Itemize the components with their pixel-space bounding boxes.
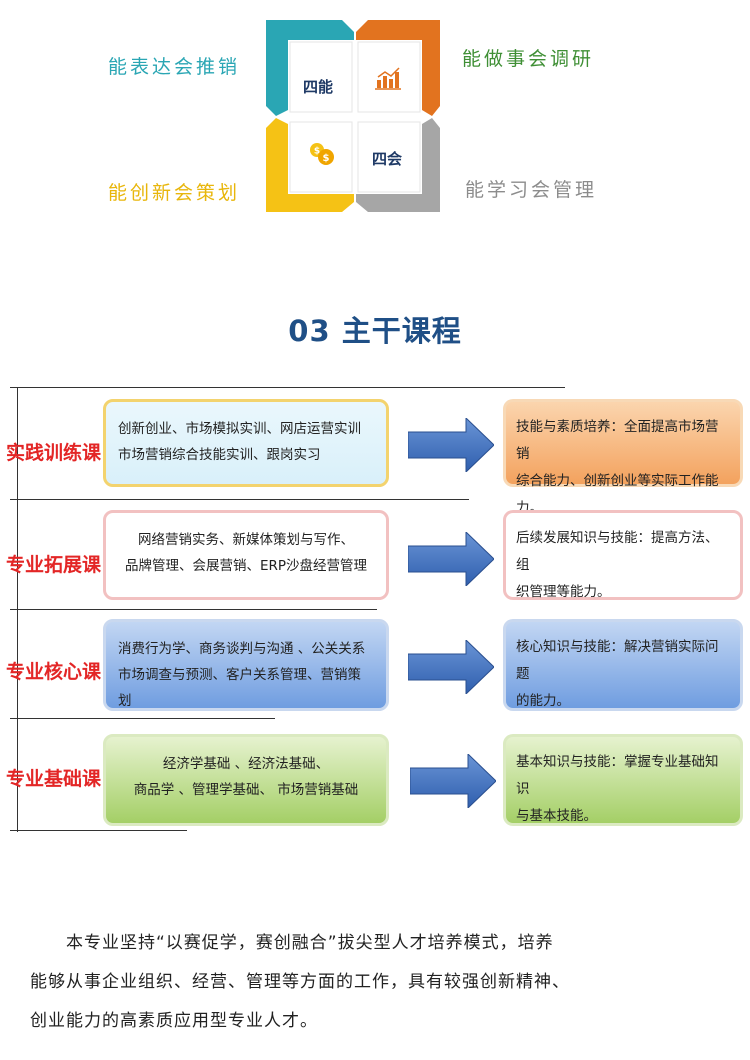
- course-outcome-line: 织管理等能力。: [516, 584, 611, 600]
- ability-top-right: 能做事会调研: [462, 48, 595, 70]
- course-outcome-box: 后续发展知识与技能：提高方法、组 织管理等能力。: [503, 510, 743, 600]
- course-outcome-box: 基本知识与技能：掌握专业基础知识 与基本技能。: [503, 734, 743, 826]
- orange-frame: [356, 20, 440, 116]
- divider-line: [17, 387, 565, 388]
- course-outcome-line: 技能与素质培养：全面提高市场营销: [516, 419, 719, 462]
- course-outcome-box: 技能与素质培养：全面提高市场营销 综合能力、创新创业等实际工作能力。: [503, 399, 743, 516]
- svg-text:$: $: [323, 153, 330, 164]
- course-content-line: 网络营销实务、新媒体策划与写作、: [138, 532, 354, 548]
- paragraph-line: 本专业坚持“以赛促学，赛创融合”拔尖型人才培养模式，培养: [66, 933, 554, 953]
- arrow-right-icon: [408, 640, 494, 694]
- course-outcome-line: 后续发展知识与技能：提高方法、组: [516, 530, 719, 573]
- arrow-right-icon: [410, 754, 496, 808]
- course-content-line: 商品学 、管理学基础、 市场营销基础: [133, 782, 359, 798]
- course-content-box: 经济学基础 、经济法基础、 商品学 、管理学基础、 市场营销基础: [103, 734, 389, 826]
- course-content-line: 创新创业、市场模拟实训、网店运营实训: [118, 421, 361, 437]
- arrow-right-icon: [408, 418, 494, 472]
- category-label: 专业拓展课: [6, 554, 102, 576]
- paragraph-line: 创业能力的高素质应用型专业人才。: [30, 1011, 318, 1031]
- course-content-line: 经济学基础 、经济法基础、: [162, 756, 330, 772]
- bar-chart-icon: [375, 67, 401, 90]
- course-content-line: 市场调查与预测、客户关系管理、营销策划: [118, 667, 361, 709]
- course-content-line: 品牌管理、会展营销、ERP沙盘经营管理: [124, 558, 368, 574]
- description-paragraph: 本专业坚持“以赛促学，赛创融合”拔尖型人才培养模式，培养 能够从事企业组织、经营…: [30, 924, 720, 1041]
- divider-line: [17, 718, 275, 719]
- course-outcome-line: 核心知识与技能：解决营销实际问题: [516, 639, 719, 682]
- divider-line: [17, 830, 187, 831]
- course-content-line: 消费行为学、商务谈判与沟通 、公关关系: [118, 641, 366, 657]
- ability-bottom-left: 能创新会策划: [108, 182, 241, 204]
- divider-line: [17, 609, 377, 610]
- section-title: 03 主干课程: [288, 314, 462, 348]
- course-content-box: 网络营销实务、新媒体策划与写作、 品牌管理、会展营销、ERP沙盘经营管理: [103, 510, 389, 600]
- coins-icon: $ $: [310, 143, 334, 165]
- course-outcome-line: 基本知识与技能：掌握专业基础知识: [516, 754, 719, 797]
- center-label-four-abilities: 四能: [303, 78, 334, 96]
- divider-line: [17, 499, 469, 500]
- course-outcome-box: 核心知识与技能：解决营销实际问题 的能力。: [503, 619, 743, 711]
- category-label: 实践训练课: [6, 442, 102, 464]
- course-content-box: 创新创业、市场模拟实训、网店运营实训 市场营销综合技能实训、跟岗实习: [103, 399, 389, 487]
- four-abilities-graphic: $ $: [266, 20, 440, 212]
- course-outcome-line: 与基本技能。: [516, 808, 597, 824]
- ability-bottom-right: 能学习会管理: [465, 179, 598, 201]
- paragraph-line: 能够从事企业组织、经营、管理等方面的工作，具有较强创新精神、: [30, 972, 570, 992]
- course-content-box: 消费行为学、商务谈判与沟通 、公关关系 市场调查与预测、客户关系管理、营销策划: [103, 619, 389, 711]
- course-outcome-line: 的能力。: [516, 693, 570, 709]
- teal-frame: [266, 20, 354, 116]
- gray-frame: [356, 118, 440, 212]
- category-label: 专业基础课: [6, 768, 102, 790]
- category-label: 专业核心课: [6, 661, 102, 683]
- course-content-line: 市场营销综合技能实训、跟岗实习: [118, 447, 321, 463]
- arrow-right-icon: [408, 532, 494, 586]
- center-label-four-skills: 四会: [372, 150, 403, 168]
- svg-text:$: $: [314, 147, 320, 157]
- ability-top-left: 能表达会推销: [108, 56, 241, 78]
- yellow-frame: [266, 118, 354, 212]
